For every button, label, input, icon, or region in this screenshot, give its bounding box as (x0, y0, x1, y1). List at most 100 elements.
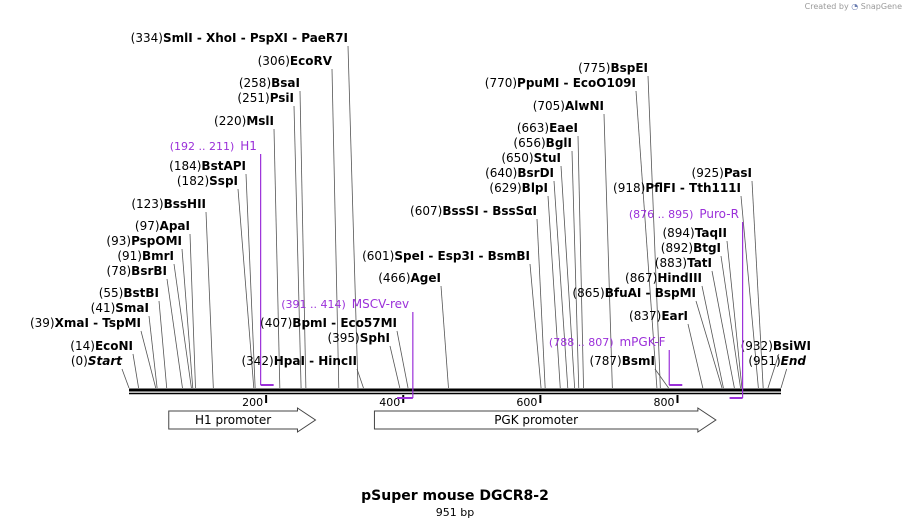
site-name: Start (88, 354, 123, 368)
site-name: BsrDI (517, 166, 554, 180)
site-name: StuI (534, 151, 561, 165)
site-leader-line (440, 285, 449, 389)
site-name: ApaI (160, 219, 190, 233)
site-name: EarI (661, 309, 688, 323)
primer-name: H1 (240, 139, 257, 153)
site-position: (182) (177, 174, 209, 188)
site-leader-line (158, 300, 168, 389)
credit-prefix: Created by (804, 2, 849, 11)
site-leader-line (560, 165, 576, 389)
site-position: (334) (131, 31, 163, 45)
site-leader-line (299, 90, 307, 389)
site-name: HindIII (657, 271, 702, 285)
site-position: (342) (241, 354, 273, 368)
site-position: (601) (362, 249, 394, 263)
site-position: (91) (117, 249, 142, 263)
site-name: BtgI (693, 241, 721, 255)
primer-range: (788 .. 807) (549, 336, 614, 349)
site-name: BstBI (123, 286, 159, 300)
site-name: BssHII (164, 197, 206, 211)
site-position: (306) (258, 54, 290, 68)
site-name: BpmI - Eco57MI (292, 316, 397, 330)
site-position: (705) (533, 99, 565, 113)
site-name: BglI (546, 136, 572, 150)
site-name: AlwNI (565, 99, 604, 113)
site-name: BmrI (142, 249, 174, 263)
site-leader-line (571, 150, 580, 389)
site-leader-line (780, 368, 788, 389)
site-position: (770) (485, 76, 517, 90)
site-name: MslI (246, 114, 274, 128)
site-position: (251) (237, 91, 269, 105)
site-name: End (781, 354, 807, 368)
site-name: AgeI (411, 271, 441, 285)
site-name: BssSI - BssSαI (442, 204, 537, 218)
site-leader-line (293, 105, 302, 389)
site-name: SmlI - XhoI - PspXI - PaeR7I (163, 31, 348, 45)
site-leader-line (356, 368, 364, 389)
snapgene-credit: Created by ◔ SnapGene (805, 2, 902, 11)
site-position: (55) (99, 286, 124, 300)
site-name: XmaI - TspMI (55, 316, 141, 330)
site-leader-line (347, 45, 359, 389)
map-title: pSuper mouse DGCR8-2 (361, 488, 549, 504)
site-position: (918) (613, 181, 645, 195)
site-name: SphI (360, 331, 390, 345)
site-position: (0) (71, 354, 88, 368)
ruler-label: 800 (653, 396, 674, 409)
site-position: (395) (327, 331, 359, 345)
site-name: PflFI - Tth111I (645, 181, 741, 195)
site-leader-line (654, 368, 669, 389)
site-name: PasI (724, 166, 752, 180)
site-position: (775) (578, 61, 610, 75)
site-leader-line (121, 368, 130, 389)
map-length: 951 bp (435, 506, 475, 519)
primer-name: MSCV-rev (352, 297, 409, 311)
site-position: (865) (572, 286, 604, 300)
site-name: BsaI (271, 76, 300, 90)
primer-name: Puro-R (699, 207, 739, 221)
site-position: (951) (748, 354, 780, 368)
site-leader-line (701, 285, 724, 389)
site-leader-line (740, 195, 759, 389)
site-position: (656) (513, 136, 545, 150)
site-position: (787) (589, 354, 621, 368)
site-leader-line (577, 135, 584, 389)
site-name: EaeI (549, 121, 578, 135)
site-position: (39) (30, 316, 55, 330)
site-leader-line (553, 180, 569, 389)
site-leader-line (389, 345, 401, 389)
site-name: BfuAI - BspMI (605, 286, 696, 300)
site-position: (14) (70, 339, 95, 353)
site-leader-line (529, 263, 542, 389)
ruler-label: 600 (516, 396, 537, 409)
promoter-arrow (168, 407, 317, 433)
site-position: (650) (501, 151, 533, 165)
site-leader-line (245, 173, 256, 389)
site-name: BsrBI (131, 264, 167, 278)
site-position: (220) (214, 114, 246, 128)
site-position: (932) (741, 339, 773, 353)
site-position: (925) (692, 166, 724, 180)
site-position: (894) (662, 226, 694, 240)
site-name: SmaI (115, 301, 149, 315)
site-leader-line (711, 270, 735, 389)
site-leader-line (767, 353, 780, 389)
site-position: (407) (260, 316, 292, 330)
site-leader-line (536, 218, 546, 389)
site-name: BstAPI (201, 159, 246, 173)
site-name: PsiI (270, 91, 294, 105)
site-name: BsiWI (773, 339, 811, 353)
site-name: TaqII (695, 226, 727, 240)
site-leader-line (647, 75, 661, 389)
site-leader-line (695, 300, 723, 389)
site-position: (607) (410, 204, 442, 218)
site-position: (123) (131, 197, 163, 211)
primer-range: (192 .. 211) (170, 140, 235, 153)
site-name: BspEI (610, 61, 648, 75)
site-leader-line (273, 128, 281, 389)
primer-range: (391 .. 414) (281, 298, 346, 311)
site-name: HpaI - HincII (274, 354, 357, 368)
promoter-label: H1 promoter (195, 413, 271, 427)
